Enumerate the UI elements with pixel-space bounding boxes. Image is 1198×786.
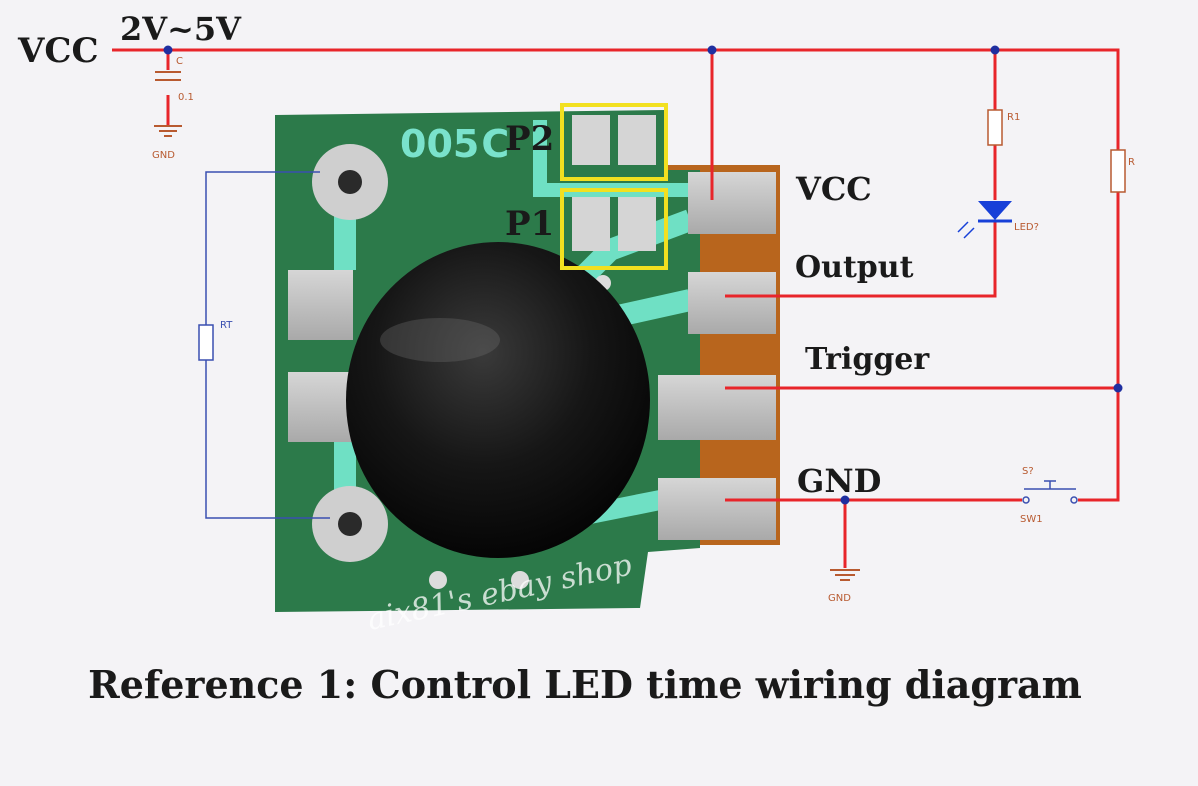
pad-output [688, 272, 776, 334]
jumper-p1-pad-b [618, 197, 656, 251]
pad-trigger [658, 375, 776, 440]
resistor-r1-ref: R1 [1007, 112, 1020, 123]
junction-node [840, 495, 850, 505]
ground-icon [154, 125, 182, 137]
left-pad-1 [288, 270, 353, 340]
pin-vcc-label: VCC [795, 170, 872, 208]
pin-output-label: Output [795, 250, 914, 285]
resistor-r-icon [1110, 149, 1126, 193]
capacitor-value: 0.1 [178, 92, 194, 103]
switch-name: SW1 [1020, 514, 1043, 525]
timer-module-board: 005C [275, 103, 780, 612]
junction-node [990, 45, 1000, 55]
jumper-p2-highlight [560, 103, 668, 181]
pin-gnd-label: GND [797, 462, 881, 500]
junction-node [163, 45, 173, 55]
jumper-p2-label: P2 [505, 119, 554, 159]
output-wire [725, 220, 997, 298]
vcc-supply-label: VCC [17, 31, 99, 71]
capacitor-ref: C [176, 56, 183, 67]
jumper-p1-highlight [560, 188, 668, 270]
gnd-symbol-label-bottom: GND [828, 593, 851, 604]
jumper-p2-pad-b [618, 115, 656, 165]
gnd-symbol-label-top: GND [152, 150, 175, 161]
pad-vcc [688, 172, 776, 234]
led-icon [957, 201, 1012, 239]
resistor-r1-icon [987, 109, 1003, 146]
figure-caption: Reference 1: Control LED time wiring dia… [88, 662, 1082, 707]
capacitor-symbol [155, 71, 181, 81]
pad-gnd [658, 478, 776, 540]
red-wiring [112, 48, 1120, 568]
resistor-r-ref: R [1128, 157, 1135, 168]
resistor-rt-icon [198, 324, 214, 361]
resistor-rt-ref: RT [220, 320, 233, 331]
jumper-p2-pad-a [572, 115, 610, 165]
rt-wiring [205, 171, 330, 519]
push-switch-icon [1022, 480, 1078, 504]
left-pad-2 [288, 372, 353, 442]
ground-icon [830, 569, 860, 581]
jumper-p1-label: P1 [505, 204, 554, 244]
chip-marking: 005C [400, 122, 509, 166]
epoxy-chip [346, 242, 650, 558]
led-ref: LED? [1014, 222, 1039, 233]
junction-node [1113, 383, 1123, 393]
pin-trigger-label: Trigger [805, 342, 930, 377]
junction-node [707, 45, 717, 55]
voltage-range-label: 2V~5V [120, 10, 242, 48]
switch-ref: S? [1022, 466, 1034, 477]
jumper-p1-pad-a [572, 197, 610, 251]
